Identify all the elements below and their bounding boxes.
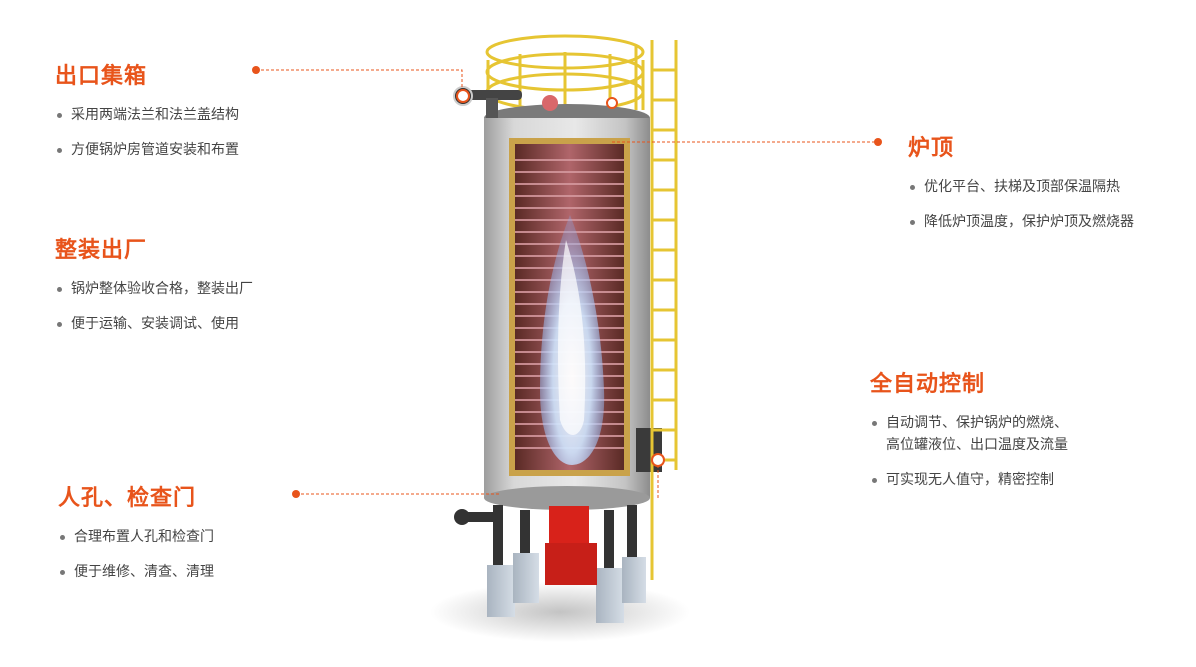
feature-item: 自动调节、保护锅炉的燃烧、	[870, 412, 1068, 434]
support-feet	[487, 553, 646, 623]
callout-markers	[456, 89, 665, 467]
feature-item: 优化平台、扶梯及顶部保温隔热	[908, 176, 1134, 198]
feature-item: 锅炉整体验收合格，整装出厂	[55, 278, 253, 300]
ladder	[634, 40, 678, 580]
feature-item: 方便锅炉房管道安装和布置	[55, 139, 239, 161]
feature-title: 人孔、检查门	[58, 486, 197, 511]
feature-item: 可实现无人值守，精密控制	[870, 469, 1068, 491]
feature-item: 便于维修、清查、清理	[58, 561, 214, 583]
feature-item: 降低炉顶温度，保护炉顶及燃烧器	[908, 211, 1134, 233]
feature-title: 全自动控制	[870, 372, 986, 397]
feature-auto-control: 全自动控制 自动调节、保护锅炉的燃烧、 高位罐液位、出口温度及流量 可实现无人值…	[870, 366, 1068, 504]
support-legs	[493, 505, 637, 575]
feature-outlet-header: 出口集箱 采用两端法兰和法兰盖结构 方便锅炉房管道安装和布置	[55, 58, 239, 174]
leader-dots	[252, 66, 882, 498]
feature-item-continued: 高位罐液位、出口温度及流量	[886, 437, 1068, 453]
feature-item: 合理布置人孔和检查门	[58, 526, 214, 548]
feature-title: 出口集箱	[55, 64, 148, 89]
feature-factory-assembly: 整装出厂 锅炉整体验收合格，整装出厂 便于运输、安装调试、使用	[55, 232, 253, 348]
feature-title: 炉顶	[908, 136, 955, 161]
burner	[545, 506, 597, 585]
feature-manhole-inspection: 人孔、检查门 合理布置人孔和检查门 便于维修、清查、清理	[58, 480, 214, 596]
feature-title: 整装出厂	[55, 238, 148, 263]
feature-furnace-top: 炉顶 优化平台、扶梯及顶部保温隔热 降低炉顶温度，保护炉顶及燃烧器	[908, 130, 1134, 246]
feature-item: 便于运输、安装调试、使用	[55, 313, 253, 335]
ground-shadow	[430, 582, 690, 642]
feature-item: 采用两端法兰和法兰盖结构	[55, 104, 239, 126]
inlet-pipe	[454, 509, 496, 525]
